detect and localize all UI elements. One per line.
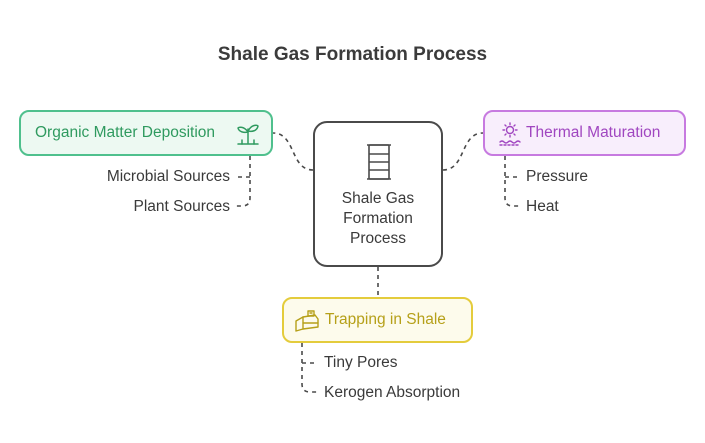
connector-organic-items	[236, 156, 251, 207]
thermal-maturation-node: Thermal Maturation	[483, 110, 686, 156]
connector-center-organic	[272, 132, 314, 171]
heat-sun-icon	[497, 121, 523, 147]
trapping-in-shale-label: Trapping in Shale	[325, 311, 446, 328]
organic-item-plant-sources: Plant Sources	[133, 198, 231, 215]
organic-item-microbial-sources: Microbial Sources	[106, 168, 230, 185]
page-title: Shale Gas Formation Process	[217, 44, 488, 65]
connector-trapping-items	[301, 343, 317, 393]
trapping-in-shale-node: Trapping in Shale	[282, 297, 473, 343]
center-node: Shale Gas Formation Process	[313, 121, 443, 267]
thermal-maturation-label: Thermal Maturation	[526, 124, 661, 141]
connector-thermal-items	[504, 156, 519, 207]
rock-layers-icon	[293, 309, 321, 334]
thermal-item-heat: Heat	[526, 198, 559, 215]
connector-center-thermal	[442, 132, 484, 171]
barrel-icon	[365, 142, 393, 182]
thermal-item-pressure: Pressure	[526, 168, 589, 185]
center-node-label: Shale Gas Formation Process	[341, 190, 415, 247]
sprout-icon	[234, 121, 262, 147]
organic-matter-deposition-node: Organic Matter Deposition	[19, 110, 273, 156]
organic-matter-deposition-label: Organic Matter Deposition	[35, 124, 216, 141]
trapping-item-tiny-pores: Tiny Pores	[324, 354, 398, 371]
trapping-item-kerogen-absorption: Kerogen Absorption	[324, 384, 461, 401]
